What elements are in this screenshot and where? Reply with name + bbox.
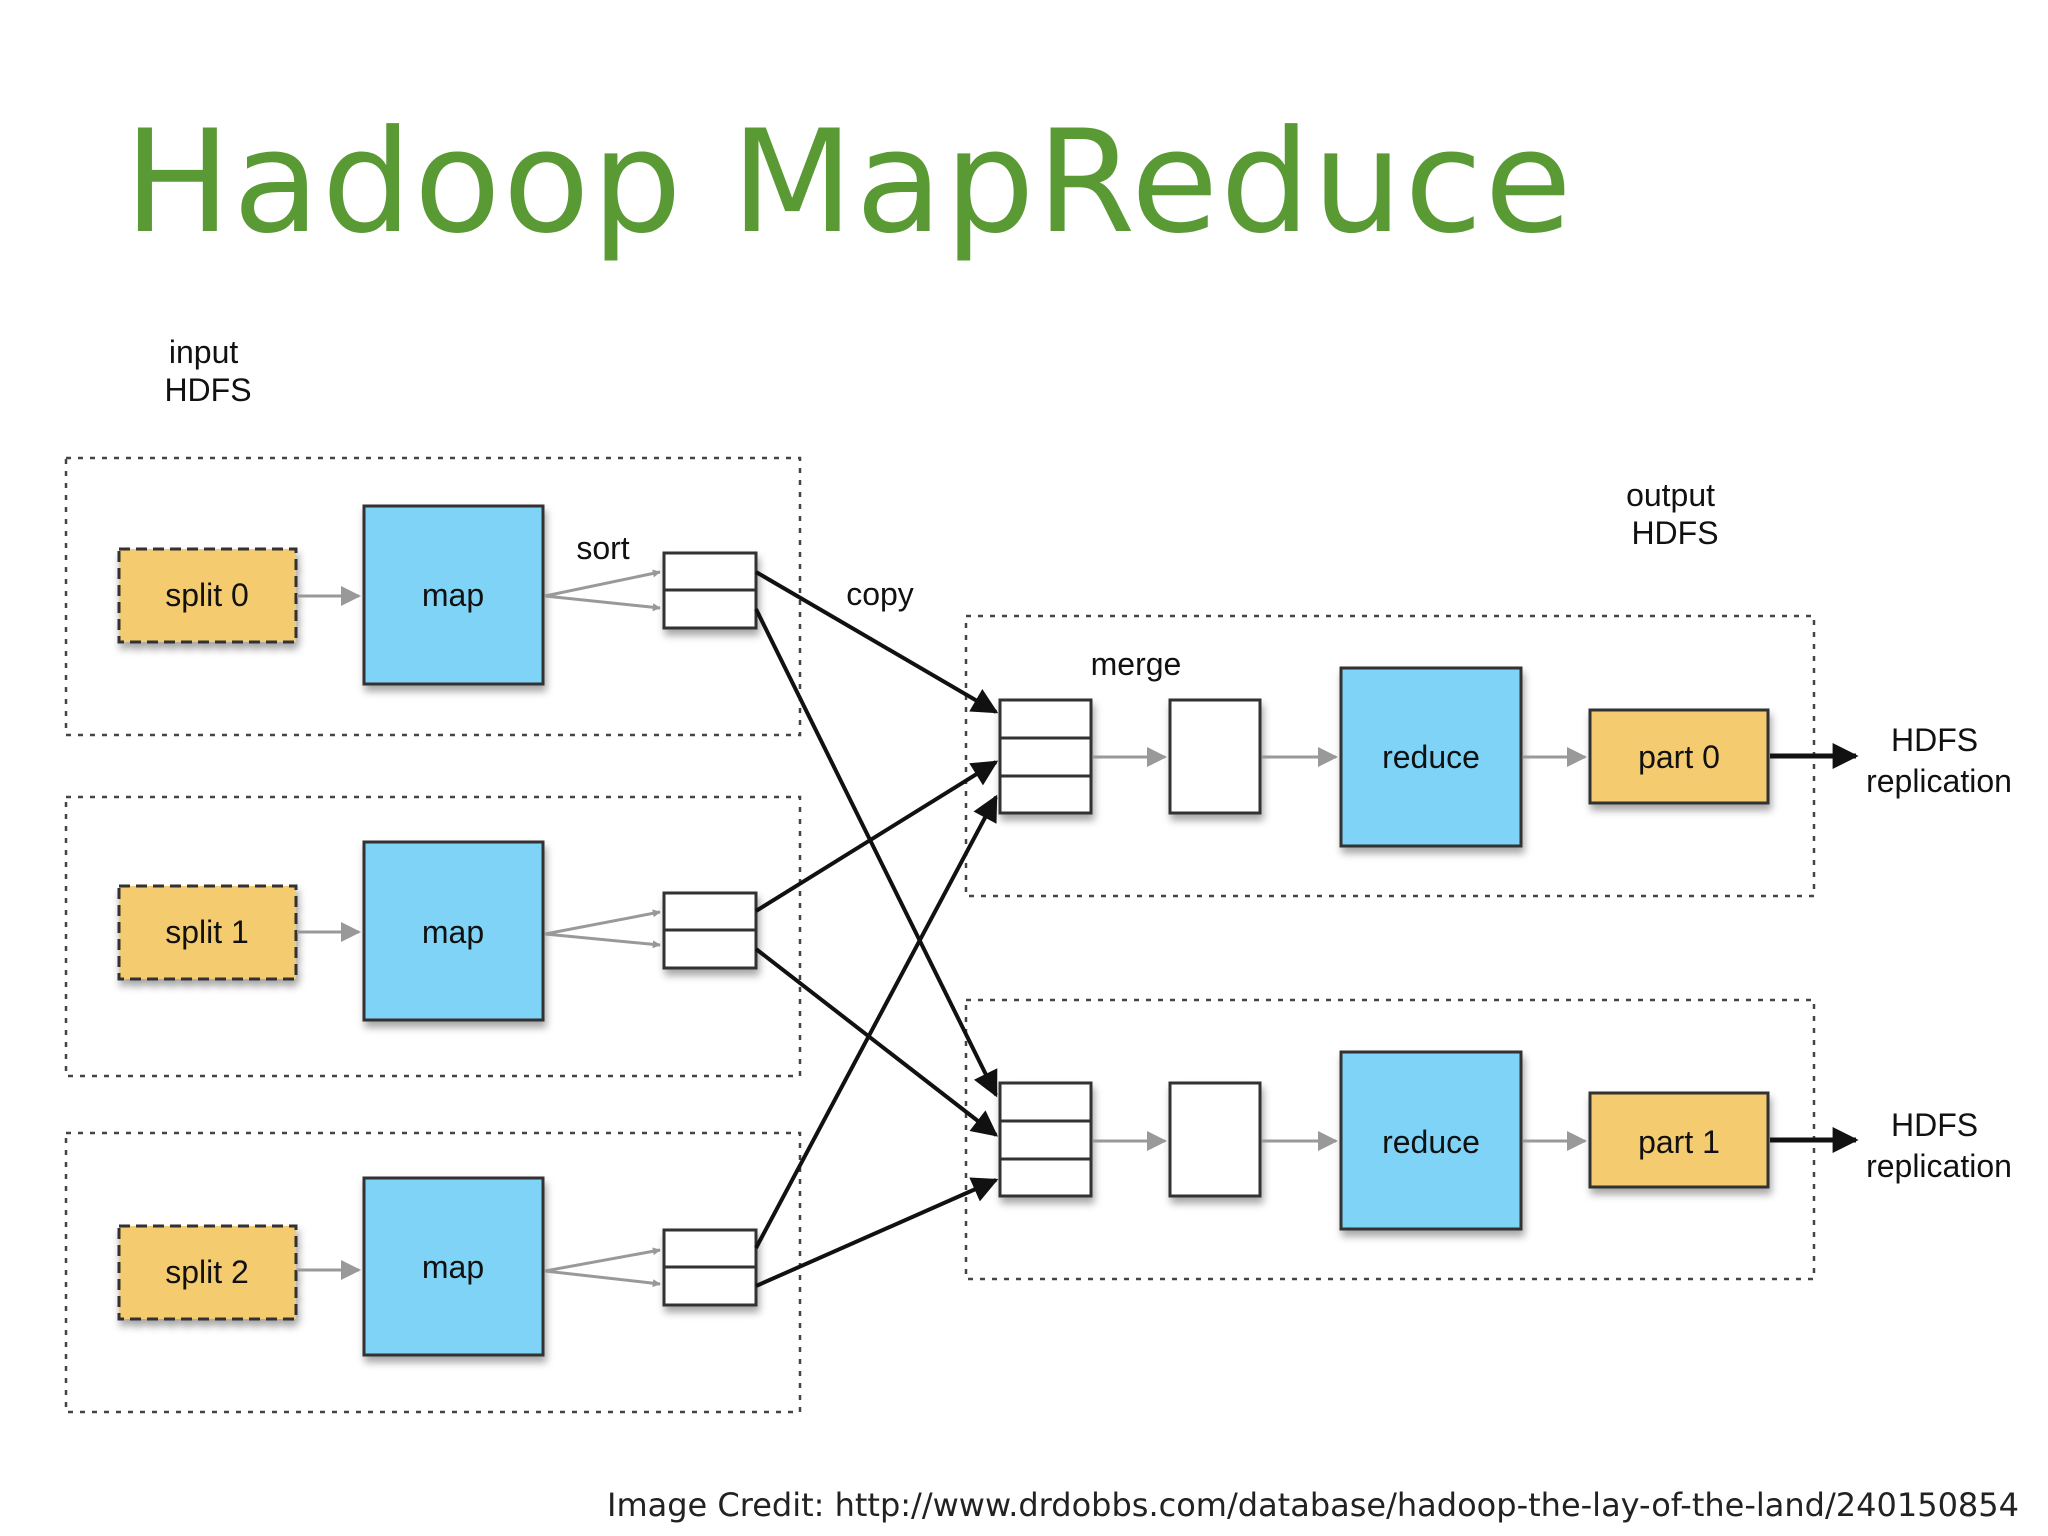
map-sort-arrow <box>544 569 661 598</box>
sorted-output-buffer <box>662 1228 758 1307</box>
slide-title: Hadoop MapReduce <box>124 100 1574 265</box>
map-sort-arrow <box>544 909 661 936</box>
reduce-label: reduce <box>1382 739 1480 775</box>
map-box <box>362 840 545 1022</box>
reduce-task: reduce part 1 HDFS replication <box>964 998 2012 1281</box>
replication-line-1: HDFS <box>1891 1107 1978 1143</box>
output-hdfs-label: output HDFS <box>1626 477 1724 551</box>
map-task-boundary <box>64 795 802 1078</box>
split-label: split 0 <box>165 577 249 613</box>
output-hdfs-line-2: HDFS <box>1631 515 1718 551</box>
copy-arrows <box>754 570 999 1288</box>
sorted-output-buffer <box>662 891 758 970</box>
copy-arrow <box>754 608 998 1098</box>
copy-input-buffer <box>998 1081 1093 1198</box>
reduce-label: reduce <box>1382 1124 1480 1160</box>
map-box <box>362 504 545 686</box>
merge-label: merge <box>1091 646 1182 682</box>
map-sort-arrow <box>544 594 661 612</box>
replication-label: HDFS replication <box>1866 1107 2012 1184</box>
map-task: split 1 map <box>64 795 802 1078</box>
merged-buffer <box>1168 1081 1262 1198</box>
replication-line-2: replication <box>1866 1148 2012 1184</box>
copy-input-buffer <box>998 698 1093 815</box>
input-split-box <box>117 547 298 644</box>
reduce-box <box>1339 1050 1523 1231</box>
map-sort-arrow <box>544 1247 661 1273</box>
replication-label: HDFS replication <box>1866 722 2012 799</box>
map-label: map <box>422 577 484 613</box>
split-label: split 1 <box>165 914 249 950</box>
part-label: part 0 <box>1638 739 1720 775</box>
input-hdfs-line-1: input <box>169 334 239 370</box>
copy-arrow <box>754 760 999 913</box>
part-label: part 1 <box>1638 1124 1720 1160</box>
map-task: split 2 map <box>64 1131 802 1414</box>
replication-line-2: replication <box>1866 763 2012 799</box>
replication-line-1: HDFS <box>1891 722 1978 758</box>
map-sort-arrow <box>544 1269 661 1288</box>
copy-arrow <box>754 794 998 1249</box>
copy-arrow <box>754 570 999 714</box>
output-part-box <box>1588 708 1770 805</box>
sorted-output-buffer <box>662 551 758 630</box>
map-task-boundary <box>64 1131 802 1414</box>
map-task: split 0 map <box>64 456 802 737</box>
image-credit: Image Credit: http://www.drdobbs.com/dat… <box>607 1486 2019 1524</box>
input-split-box <box>117 884 298 981</box>
reduce-task: reduce part 0 HDFS replication <box>964 614 2012 898</box>
map-box <box>362 1176 545 1357</box>
map-label: map <box>422 1249 484 1285</box>
input-split-box <box>117 1224 298 1321</box>
reduce-box <box>1339 666 1523 848</box>
input-hdfs-line-2: HDFS <box>164 372 251 408</box>
output-hdfs-line-1: output <box>1626 477 1715 513</box>
split-label: split 2 <box>165 1254 249 1290</box>
output-part-box <box>1588 1091 1770 1189</box>
map-label: map <box>422 914 484 950</box>
map-sort-arrow <box>544 932 661 949</box>
input-hdfs-label: input HDFS <box>164 334 251 408</box>
copy-arrow <box>755 1177 999 1288</box>
copy-label: copy <box>846 576 914 612</box>
merged-buffer <box>1168 698 1262 815</box>
copy-arrow <box>754 947 999 1137</box>
sort-label: sort <box>576 530 629 566</box>
